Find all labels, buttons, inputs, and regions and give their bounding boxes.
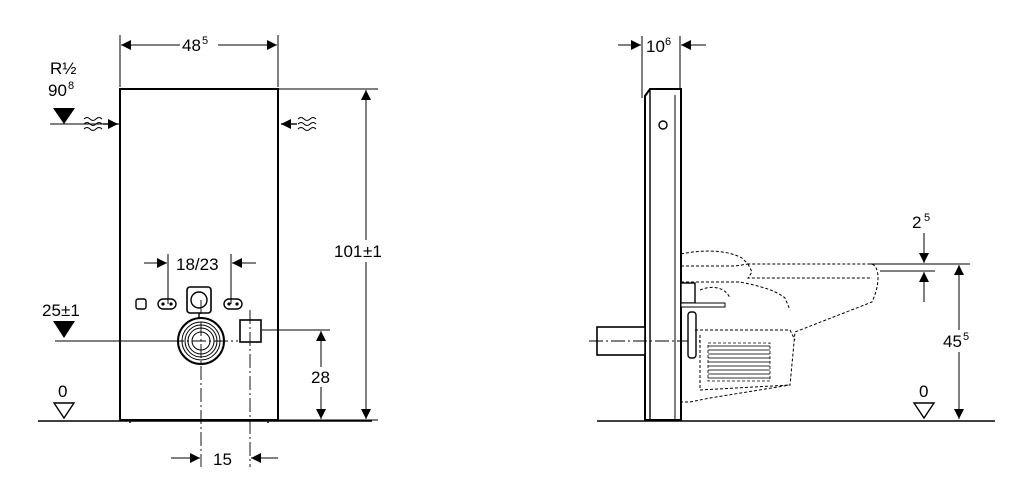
floor-zero-label-front: 0 [58, 382, 67, 401]
wall-plug-slot [135, 298, 147, 310]
hatched-section [707, 342, 771, 382]
front-view: 0 48 5 R½ 90 8 [38, 35, 394, 469]
floor-zero-symbol-front: 0 [52, 382, 76, 420]
depth-label: 10 [646, 37, 665, 56]
height-tolerance: ±1 [363, 242, 382, 261]
spacing-label: 18/23 [176, 255, 219, 274]
offset-label: 15 [213, 450, 232, 469]
floor-zero-label-side: 0 [919, 382, 928, 401]
inlet-height-label: 90 [48, 81, 67, 100]
side-view: 0 10 6 [589, 36, 995, 422]
water-inlet-right-icon [281, 117, 317, 131]
floor-zero-symbol-side: 0 [912, 382, 936, 420]
water-inlet-left-icon [83, 117, 118, 131]
fixing-slot-left [157, 298, 177, 310]
drain-height-marker [53, 321, 75, 338]
gap-label-sup: 5 [924, 212, 930, 224]
width-label-sup: 5 [202, 35, 208, 47]
drain-height-tolerance: ±1 [61, 301, 80, 320]
connection-height-label: 28 [311, 368, 330, 387]
module-panel-front [119, 88, 279, 421]
depth-label-sup: 6 [665, 36, 671, 48]
drain-height-label: 25 [42, 301, 61, 320]
seat-height-sup: 5 [963, 331, 969, 343]
module-side-section [644, 88, 682, 421]
fixing-slot-right [223, 298, 243, 310]
height-label: 101 [334, 242, 362, 261]
gap-label: 2 [912, 213, 921, 232]
side-button [658, 120, 668, 130]
inlet-height-sup: 8 [68, 80, 74, 92]
inlet-thread-label: R½ [50, 59, 76, 78]
inlet-marker [53, 108, 75, 124]
seat-height-label: 45 [943, 332, 962, 351]
width-label: 48 [182, 36, 201, 55]
toilet-outline [680, 250, 879, 403]
power-connection-box [239, 319, 262, 343]
